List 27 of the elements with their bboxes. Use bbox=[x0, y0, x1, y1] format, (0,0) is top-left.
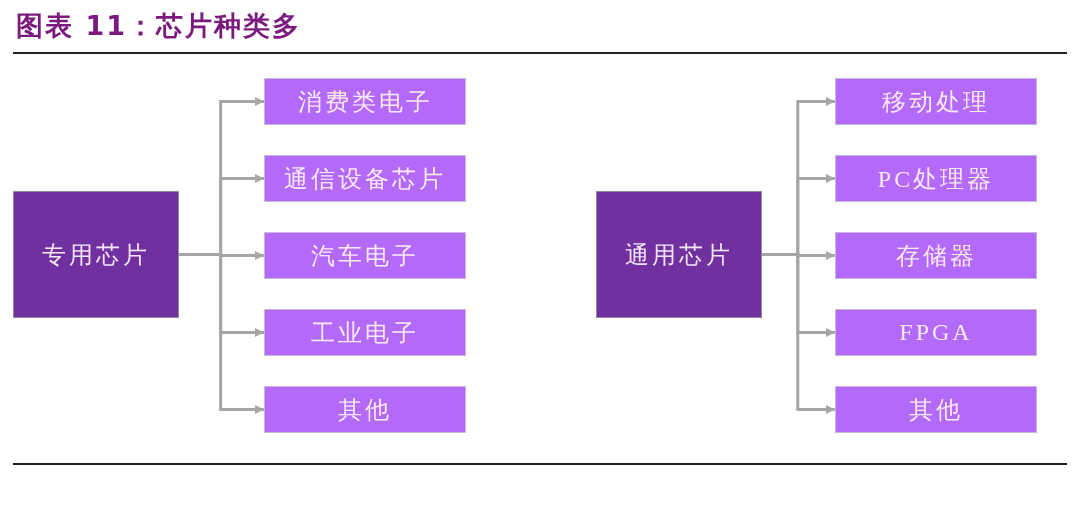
box-label: PC处理器 bbox=[877, 164, 995, 194]
box-label: 专用芯片 bbox=[42, 240, 150, 270]
category-box bbox=[13, 191, 179, 318]
item-box bbox=[264, 232, 466, 279]
item-box bbox=[835, 309, 1037, 356]
item-box bbox=[264, 386, 466, 433]
item-box bbox=[264, 309, 466, 356]
box-label: 通信设备芯片 bbox=[284, 164, 446, 194]
item-box bbox=[264, 155, 466, 202]
item-box bbox=[835, 78, 1037, 125]
chart-title: 图表 11：芯片种类多 bbox=[16, 9, 301, 43]
box-label: 通用芯片 bbox=[625, 240, 733, 270]
item-box bbox=[835, 232, 1037, 279]
category-box bbox=[596, 191, 762, 318]
box-label: 其他 bbox=[338, 395, 392, 425]
box-label: 工业电子 bbox=[311, 318, 419, 348]
box-label: FPGA bbox=[899, 319, 973, 346]
box-label: 消费类电子 bbox=[297, 87, 433, 117]
box-label: 存储器 bbox=[895, 241, 977, 271]
box-label: 其他 bbox=[909, 395, 963, 425]
box-label: 汽车电子 bbox=[311, 241, 419, 271]
item-box bbox=[264, 78, 466, 125]
connector-arrow bbox=[762, 253, 835, 414]
item-box bbox=[835, 386, 1037, 433]
item-box bbox=[835, 155, 1037, 202]
box-label: 移动处理 bbox=[882, 87, 990, 117]
connector-arrow bbox=[179, 253, 264, 414]
